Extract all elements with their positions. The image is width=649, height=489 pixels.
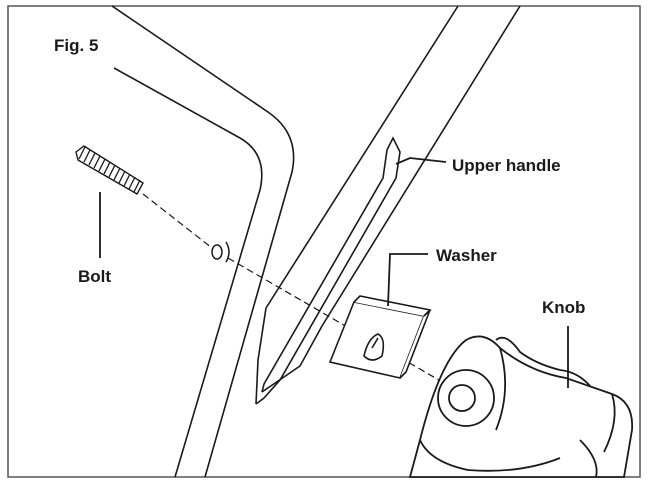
assembly-axis xyxy=(142,193,471,399)
lower-handle-frame xyxy=(111,5,295,478)
washer xyxy=(328,295,432,379)
leader-upper-handle xyxy=(395,157,447,165)
leader-lines xyxy=(99,157,569,388)
label-upper-handle: Upper handle xyxy=(452,156,561,175)
figure-title: Fig. 5 xyxy=(54,36,98,55)
leader-washer xyxy=(387,253,428,307)
label-bolt: Bolt xyxy=(78,267,111,286)
bolt-hole xyxy=(211,241,230,263)
label-washer: Washer xyxy=(436,246,497,265)
upper-handle xyxy=(255,5,521,405)
bolt xyxy=(75,145,144,195)
knob xyxy=(408,335,634,478)
label-knob: Knob xyxy=(542,298,585,317)
